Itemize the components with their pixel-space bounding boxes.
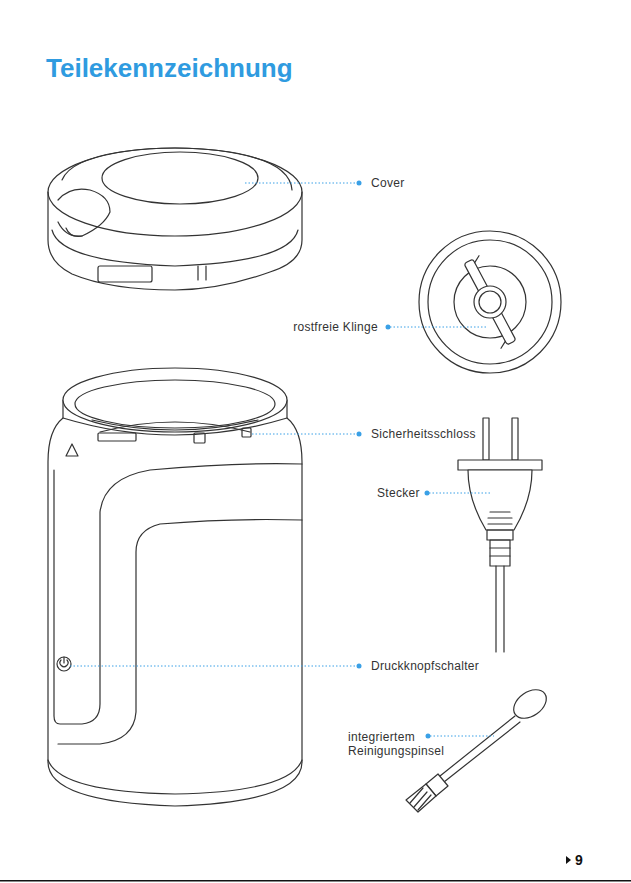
page-title: Teilekennzeichnung: [46, 52, 293, 84]
leader-lines: [70, 183, 494, 736]
part-label: Stecker: [377, 486, 420, 500]
part-label: Cover: [371, 176, 405, 190]
blade-drawing: [419, 231, 561, 373]
leader-dots: [357, 181, 431, 739]
plug-drawing: [458, 418, 542, 652]
footer-rule: [0, 880, 631, 882]
part-label: Sicherheitsschloss: [371, 427, 476, 441]
lid-drawing: [48, 148, 302, 290]
part-label: Druckknopfschalter: [371, 659, 479, 673]
page-marker: [566, 856, 571, 864]
page-number: 9: [575, 852, 583, 868]
part-label: rostfreie Klinge: [293, 320, 378, 334]
part-label: integriertem Reinigungspinsel: [348, 730, 444, 758]
